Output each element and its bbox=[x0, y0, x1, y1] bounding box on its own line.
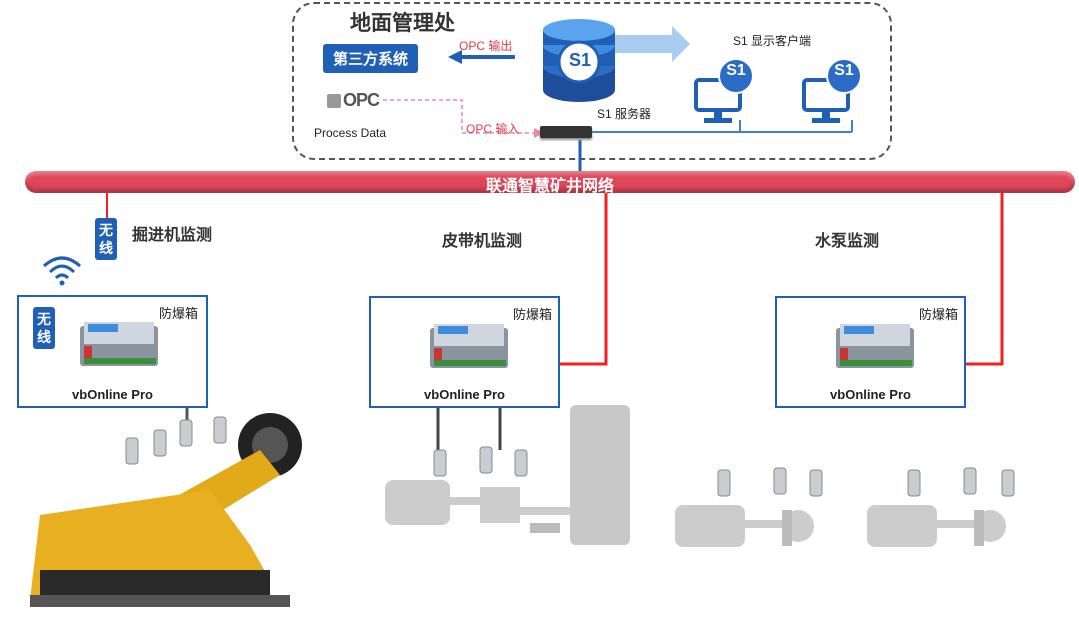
water-pump-image-2 bbox=[867, 467, 1015, 547]
client-2-s1-badge: S1 bbox=[834, 62, 854, 79]
roadheader-monitor-title: 掘进机监测 bbox=[132, 227, 213, 244]
process-data-label: Process Data bbox=[314, 126, 387, 140]
network-label: 联通智慧矿井网络 bbox=[485, 178, 614, 195]
network-pipe: 联通智慧矿井网络 bbox=[25, 171, 1075, 195]
sensor-icon bbox=[717, 467, 823, 497]
sensor-icon bbox=[907, 467, 1015, 497]
server-label: S1 服务器 bbox=[597, 107, 652, 121]
device-model-label: vbOnline Pro bbox=[72, 387, 153, 402]
opc-logo: OPC bbox=[327, 90, 380, 111]
ground-title: 地面管理处 bbox=[350, 12, 455, 35]
belt-cables bbox=[436, 405, 502, 450]
opc-input-arrowhead bbox=[534, 128, 544, 138]
vbonline-device-icon bbox=[836, 324, 914, 368]
opc-input-line bbox=[383, 99, 538, 134]
sensor-icon bbox=[125, 416, 227, 465]
belt-conveyor-image bbox=[385, 405, 630, 545]
third-party-system: 第三方系统 bbox=[323, 44, 419, 73]
box-wireless-tag: 无线 bbox=[33, 307, 55, 349]
vbonline-device-icon bbox=[80, 322, 158, 366]
explosion-box-label: 防爆箱 bbox=[918, 307, 958, 322]
opc-input-label: OPC 输入 bbox=[466, 122, 520, 136]
device-model-label: vbOnline Pro bbox=[830, 387, 911, 402]
ground-management-box bbox=[292, 2, 892, 160]
vbonline-device-icon bbox=[430, 324, 508, 368]
server-database-icon bbox=[543, 19, 615, 102]
water-pump-image-1 bbox=[675, 467, 823, 547]
client-monitor-icon-2 bbox=[802, 58, 862, 123]
pump-explosion-box: 防爆箱 vbOnline Pro bbox=[775, 296, 966, 408]
sensor-icon bbox=[433, 446, 528, 477]
server-to-clients-arrow bbox=[612, 26, 690, 62]
explosion-box-label: 防爆箱 bbox=[158, 306, 198, 321]
pump-monitor-title: 水泵监测 bbox=[815, 233, 880, 250]
opc-output-arrowhead bbox=[448, 50, 462, 64]
explosion-box-label: 防爆箱 bbox=[512, 307, 552, 322]
roadheader-machine-image bbox=[30, 413, 302, 607]
server-s1-badge: S1 bbox=[568, 50, 592, 70]
network-switch-icon bbox=[540, 126, 592, 138]
roadheader-explosion-box: 防爆箱 无线 vbOnline Pro bbox=[17, 295, 208, 408]
client-network-line bbox=[592, 120, 853, 133]
device-model-label: vbOnline Pro bbox=[424, 387, 505, 402]
opc-output-label: OPC 输出 bbox=[459, 39, 513, 53]
wireless-tag: 无线 bbox=[95, 218, 117, 260]
belt-monitor-title: 皮带机监测 bbox=[442, 233, 523, 250]
client-1-s1-badge: S1 bbox=[726, 62, 746, 79]
opc-logo-text: OPC bbox=[343, 90, 380, 110]
wifi-icon bbox=[43, 256, 81, 286]
client-monitor-icon-1 bbox=[694, 58, 754, 123]
client-label: S1 显示客户端 bbox=[733, 34, 812, 48]
